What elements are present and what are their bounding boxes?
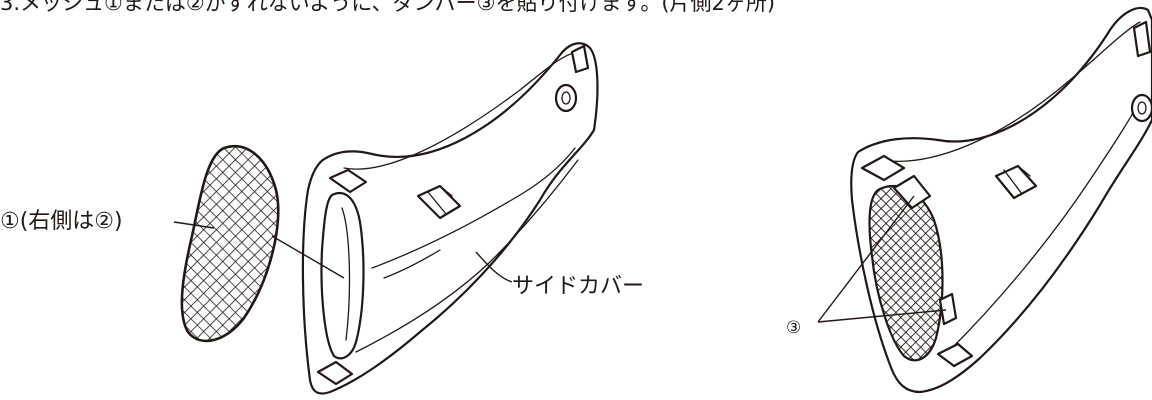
side-cover-right — [850, 6, 1152, 394]
damper-leader-top — [817, 195, 915, 323]
cover-leader-line — [475, 251, 513, 283]
mesh-leader-line — [173, 221, 215, 229]
mesh-panel-left — [180, 145, 280, 343]
instruction-text: 3.メッシュ①または②がずれないように、ダンパー③を貼り付けます。(片側2ヶ所) — [0, 0, 776, 15]
side-cover-left — [301, 42, 599, 395]
side-cover-label: サイドカバー — [512, 274, 645, 299]
mesh-label: ①(右側は②) — [0, 209, 123, 234]
mesh-to-cover-arrow — [271, 235, 345, 279]
damper-label: ③ — [786, 318, 802, 338]
damper-leader-bottom — [817, 309, 947, 323]
